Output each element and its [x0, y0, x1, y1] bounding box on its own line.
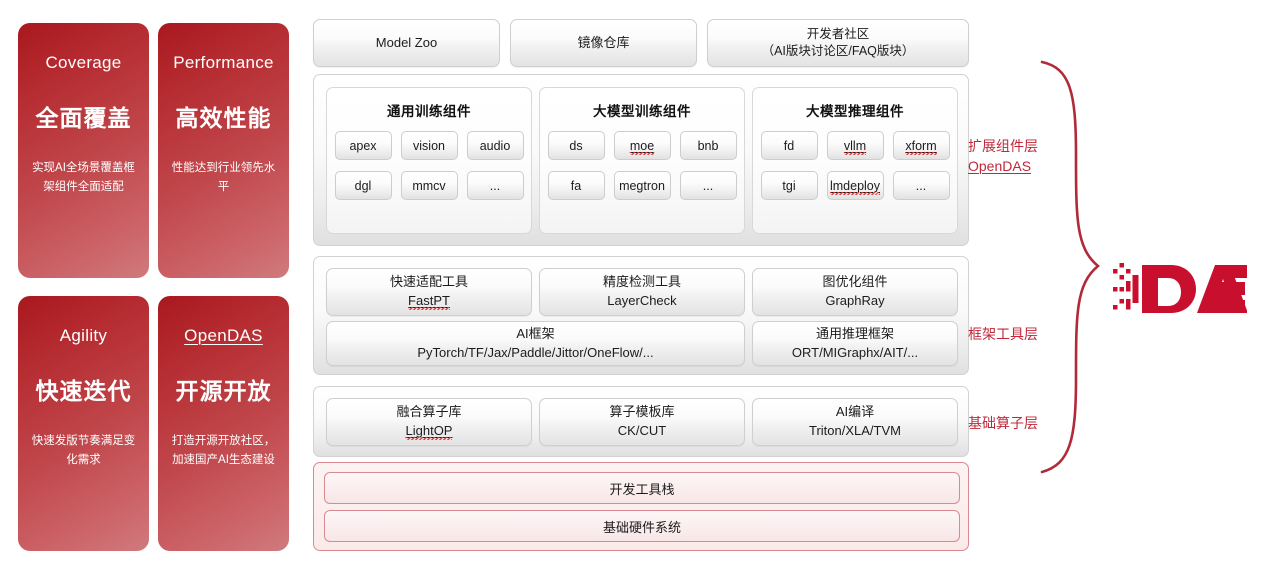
component-chip-more[interactable]: ... [892, 171, 950, 200]
value-card-cn-title: 高效性能 [175, 105, 272, 132]
component-chip-vision[interactable]: vision [400, 131, 458, 160]
service-label: Model Zoo [375, 34, 438, 50]
component-chip-ds[interactable]: ds [547, 131, 605, 160]
base-bar-dev-toolstack[interactable]: 开发工具栈 [324, 472, 960, 504]
base-platform-container: 开发工具栈 基础硬件系统 [313, 462, 969, 551]
framework-box-ai-framework[interactable]: AI框架 PyTorch/TF/Jax/Paddle/Jittor/OneFlo… [326, 321, 745, 366]
group-title: 大模型推理组件 [806, 104, 904, 119]
das-logo [1113, 263, 1247, 313]
group-title: 大模型训练组件 [593, 104, 691, 119]
value-card-description: 性能达到行业领先水平 [171, 162, 276, 194]
component-chip-moe[interactable]: moe [613, 131, 671, 160]
value-card-cn-title: 快速迭代 [35, 378, 132, 405]
value-card-performance: Performance 高效性能 性能达到行业领先水平 [158, 23, 289, 278]
chip-label: xform [905, 138, 937, 155]
chip-row: apex vision audio [327, 131, 531, 160]
box-line2: ORT/MIGraphx/AIT/... [791, 344, 919, 360]
value-card-en-title: Agility [59, 326, 108, 345]
box-line1: 精度检测工具 [602, 274, 681, 290]
component-chip-fa[interactable]: fa [547, 171, 605, 200]
extension-component-layer: 通用训练组件 apex vision audio dgl mmcv ... 大模… [313, 74, 969, 246]
box-line1: 通用推理框架 [815, 325, 894, 341]
framework-tool-layer: 快速适配工具 FastPT 精度检测工具 LayerCheck 图优化组件 Gr… [313, 256, 969, 375]
component-chip-xform[interactable]: xform [892, 131, 950, 160]
service-label-line2: （AI版块讨论区/FAQ版块） [761, 44, 915, 58]
box-line2: Triton/XLA/TVM [809, 423, 901, 438]
component-chip-mmcv[interactable]: mmcv [400, 171, 458, 200]
chip-label: vllm [843, 138, 867, 155]
base-bar-hardware-system[interactable]: 基础硬件系统 [324, 510, 960, 542]
component-group-llm-inference: 大模型推理组件 fd vllm xform tgi lmdeploy ... [752, 87, 958, 234]
box-line1: AI编译 [835, 404, 875, 420]
value-card-en-title: Performance [173, 53, 274, 72]
box-line2: LightOP [405, 423, 453, 438]
box-line1: 图优化组件 [822, 274, 888, 290]
layer-label-framework: 框架工具层 [968, 326, 1038, 342]
chip-row: fa megtron ... [540, 171, 744, 200]
value-card-en-title: Coverage [45, 53, 122, 72]
value-card-agility: Agility 快速迭代 快速发版节奏满足变化需求 [18, 296, 149, 551]
component-chip-vllm[interactable]: vllm [826, 131, 884, 160]
operator-box-ai-compile[interactable]: AI编译 Triton/XLA/TVM [752, 398, 958, 446]
chip-row: tgi lmdeploy ... [753, 171, 957, 200]
framework-box-inference-framework[interactable]: 通用推理框架 ORT/MIGraphx/AIT/... [752, 321, 958, 366]
chip-row: fd vllm xform [753, 131, 957, 160]
layer-label-line1: 扩展组件层 [968, 138, 1038, 154]
component-chip-more[interactable]: ... [466, 171, 524, 200]
chip-row: dgl mmcv ... [327, 171, 531, 200]
component-group-general-training: 通用训练组件 apex vision audio dgl mmcv ... [326, 87, 532, 234]
service-box-image-repository[interactable]: 镜像仓库 [510, 19, 697, 67]
service-box-developer-community[interactable]: 开发者社区 （AI版块讨论区/FAQ版块） [707, 19, 969, 67]
box-line2: LayerCheck [607, 293, 677, 308]
box-line1: 快速适配工具 [389, 274, 468, 290]
component-chip-tgi[interactable]: tgi [760, 171, 818, 200]
framework-box-fastpt[interactable]: 快速适配工具 FastPT [326, 268, 532, 316]
base-operator-layer: 融合算子库 LightOP 算子模板库 CK/CUT AI编译 Triton/X… [313, 386, 969, 457]
box-line2: CK/CUT [617, 423, 667, 438]
layer-label-line2: OpenDAS [968, 158, 1032, 175]
bar-label: 开发工具栈 [609, 481, 675, 497]
operator-box-lightop[interactable]: 融合算子库 LightOP [326, 398, 532, 446]
service-label-line1: 开发者社区 [806, 27, 870, 42]
value-card-description: 打造开源开放社区，加速国产AI生态建设 [171, 435, 276, 467]
top-services-row: Model Zoo 镜像仓库 开发者社区 （AI版块讨论区/FAQ版块） [313, 19, 969, 67]
value-card-en-title: OpenDAS [184, 326, 263, 345]
chip-label: moe [629, 138, 655, 155]
box-line2: PyTorch/TF/Jax/Paddle/Jittor/OneFlow/... [417, 344, 654, 360]
framework-box-graphray[interactable]: 图优化组件 GraphRay [752, 268, 958, 316]
service-label: 镜像仓库 [577, 34, 630, 50]
component-group-llm-training: 大模型训练组件 ds moe bnb fa megtron ... [539, 87, 745, 234]
component-chip-apex[interactable]: apex [334, 131, 392, 160]
framework-box-layercheck[interactable]: 精度检测工具 LayerCheck [539, 268, 745, 316]
curly-brace [1040, 60, 1101, 474]
box-line1: 算子模板库 [609, 404, 675, 420]
chip-label: lmdeploy [829, 178, 881, 195]
logo-pixel-cluster [1113, 263, 1139, 310]
component-chip-fd[interactable]: fd [760, 131, 818, 160]
component-chip-more[interactable]: ... [679, 171, 737, 200]
layer-label-extension: 扩展组件层 OpenDAS [968, 136, 1038, 177]
logo-wordmark [1142, 265, 1247, 313]
component-chip-dgl[interactable]: dgl [334, 171, 392, 200]
box-line2: FastPT [408, 293, 450, 308]
value-card-description: 快速发版节奏满足变化需求 [31, 435, 136, 467]
value-card-cn-title: 开源开放 [175, 378, 272, 405]
operator-box-ck-cut[interactable]: 算子模板库 CK/CUT [539, 398, 745, 446]
component-chip-lmdeploy[interactable]: lmdeploy [826, 171, 884, 200]
component-chip-bnb[interactable]: bnb [679, 131, 737, 160]
value-card-opendas: OpenDAS 开源开放 打造开源开放社区，加速国产AI生态建设 [158, 296, 289, 551]
chip-row: ds moe bnb [540, 131, 744, 160]
value-card-cn-title: 全面覆盖 [35, 105, 132, 132]
bar-label: 基础硬件系统 [602, 519, 681, 535]
value-card-coverage: Coverage 全面覆盖 实现AI全场景覆盖框架组件全面适配 [18, 23, 149, 278]
box-line2: GraphRay [825, 293, 885, 308]
service-box-model-zoo[interactable]: Model Zoo [313, 19, 500, 67]
group-title: 通用训练组件 [387, 104, 471, 119]
component-chip-audio[interactable]: audio [466, 131, 524, 160]
layer-label-operator: 基础算子层 [968, 415, 1038, 431]
component-chip-megtron[interactable]: megtron [613, 171, 671, 200]
value-card-description: 实现AI全场景覆盖框架组件全面适配 [32, 162, 135, 194]
box-line1: 融合算子库 [396, 404, 462, 420]
box-line1: AI框架 [516, 325, 555, 341]
